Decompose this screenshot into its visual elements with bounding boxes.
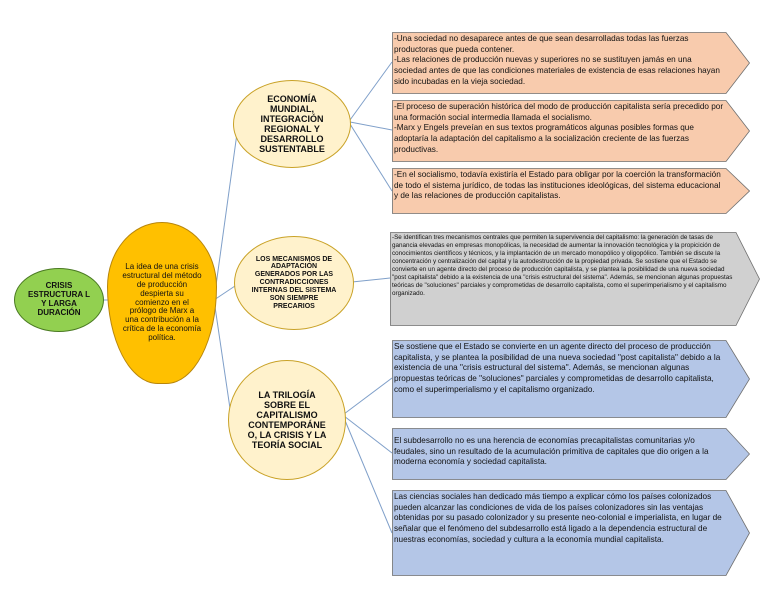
- detail-box-7: Las ciencias sociales han dedicado más t…: [392, 490, 750, 576]
- connector-b1-box3: [349, 123, 393, 192]
- detail-box-6: El subdesarrollo no es una herencia de e…: [392, 428, 750, 480]
- arrow-box-shape: [392, 32, 750, 94]
- root-label: CRISIS ESTRUCTURA L Y LARGA DURACIÓN: [28, 281, 90, 317]
- branch-node-economia-mundial: ECONOMÍA MUNDIAL, INTEGRACIÓN REGIONAL Y…: [233, 80, 351, 168]
- arrow-box-shape: [392, 340, 750, 418]
- detail-box-1: -Una sociedad no desaparece antes de que…: [392, 32, 750, 94]
- detail-box-text: El subdesarrollo no es una herencia de e…: [394, 436, 709, 467]
- detail-box-text: Se sostiene que el Estado se convierte e…: [394, 342, 721, 394]
- branch-label: ECONOMÍA MUNDIAL, INTEGRACIÓN REGIONAL Y…: [259, 93, 325, 155]
- detail-box-2: -El proceso de superación histórica del …: [392, 100, 750, 162]
- connector-b1-box1: [349, 61, 393, 121]
- central-idea-label: La idea de una crisis estructural del mé…: [122, 261, 202, 343]
- arrow-box-shape: [392, 100, 750, 162]
- detail-box-4: -Se identifican tres mecanismos centrale…: [390, 232, 760, 326]
- detail-box-5: Se sostiene que el Estado se convierte e…: [392, 340, 750, 418]
- detail-box-3: -En el socialismo, todavía existiría el …: [392, 168, 750, 214]
- connector-b3-box5: [343, 377, 393, 415]
- detail-box-text: -En el socialismo, todavía existiría el …: [394, 170, 721, 201]
- detail-box-text: -Se identifican tres mecanismos centrale…: [392, 234, 733, 298]
- branch-node-trilogia-capitalismo: LA TRILOGÍA SOBRE EL CAPITALISMO CONTEMP…: [228, 360, 346, 480]
- branch-label: LA TRILOGÍA SOBRE EL CAPITALISMO CONTEMP…: [247, 389, 327, 451]
- connector-b2-box4: [351, 277, 391, 283]
- branch-label: LOS MECANISMOS DE ADAPTACIÓN GENERADOS P…: [251, 255, 337, 310]
- connector-b3-box7: [343, 417, 393, 534]
- branch-node-mecanismos-adaptacion: LOS MECANISMOS DE ADAPTACIÓN GENERADOS P…: [234, 236, 354, 330]
- arrow-box-shape: [392, 428, 750, 480]
- arrow-box-shape: [392, 490, 750, 576]
- connector-center-b1: [213, 125, 239, 301]
- detail-box-text: -Una sociedad no desaparece antes de que…: [394, 34, 720, 86]
- connector-center-b3: [213, 299, 233, 423]
- detail-box-text: Las ciencias sociales han dedicado más t…: [394, 492, 722, 544]
- arrow-box-shape: [390, 232, 760, 326]
- connector-b3-box6: [343, 415, 393, 454]
- central-idea-node: La idea de una crisis estructural del mé…: [107, 222, 217, 384]
- connector-b1-box2: [349, 121, 393, 131]
- root-node: CRISIS ESTRUCTURA L Y LARGA DURACIÓN: [14, 268, 104, 332]
- arrow-box-shape: [392, 168, 750, 214]
- detail-box-text: -El proceso de superación histórica del …: [394, 102, 724, 154]
